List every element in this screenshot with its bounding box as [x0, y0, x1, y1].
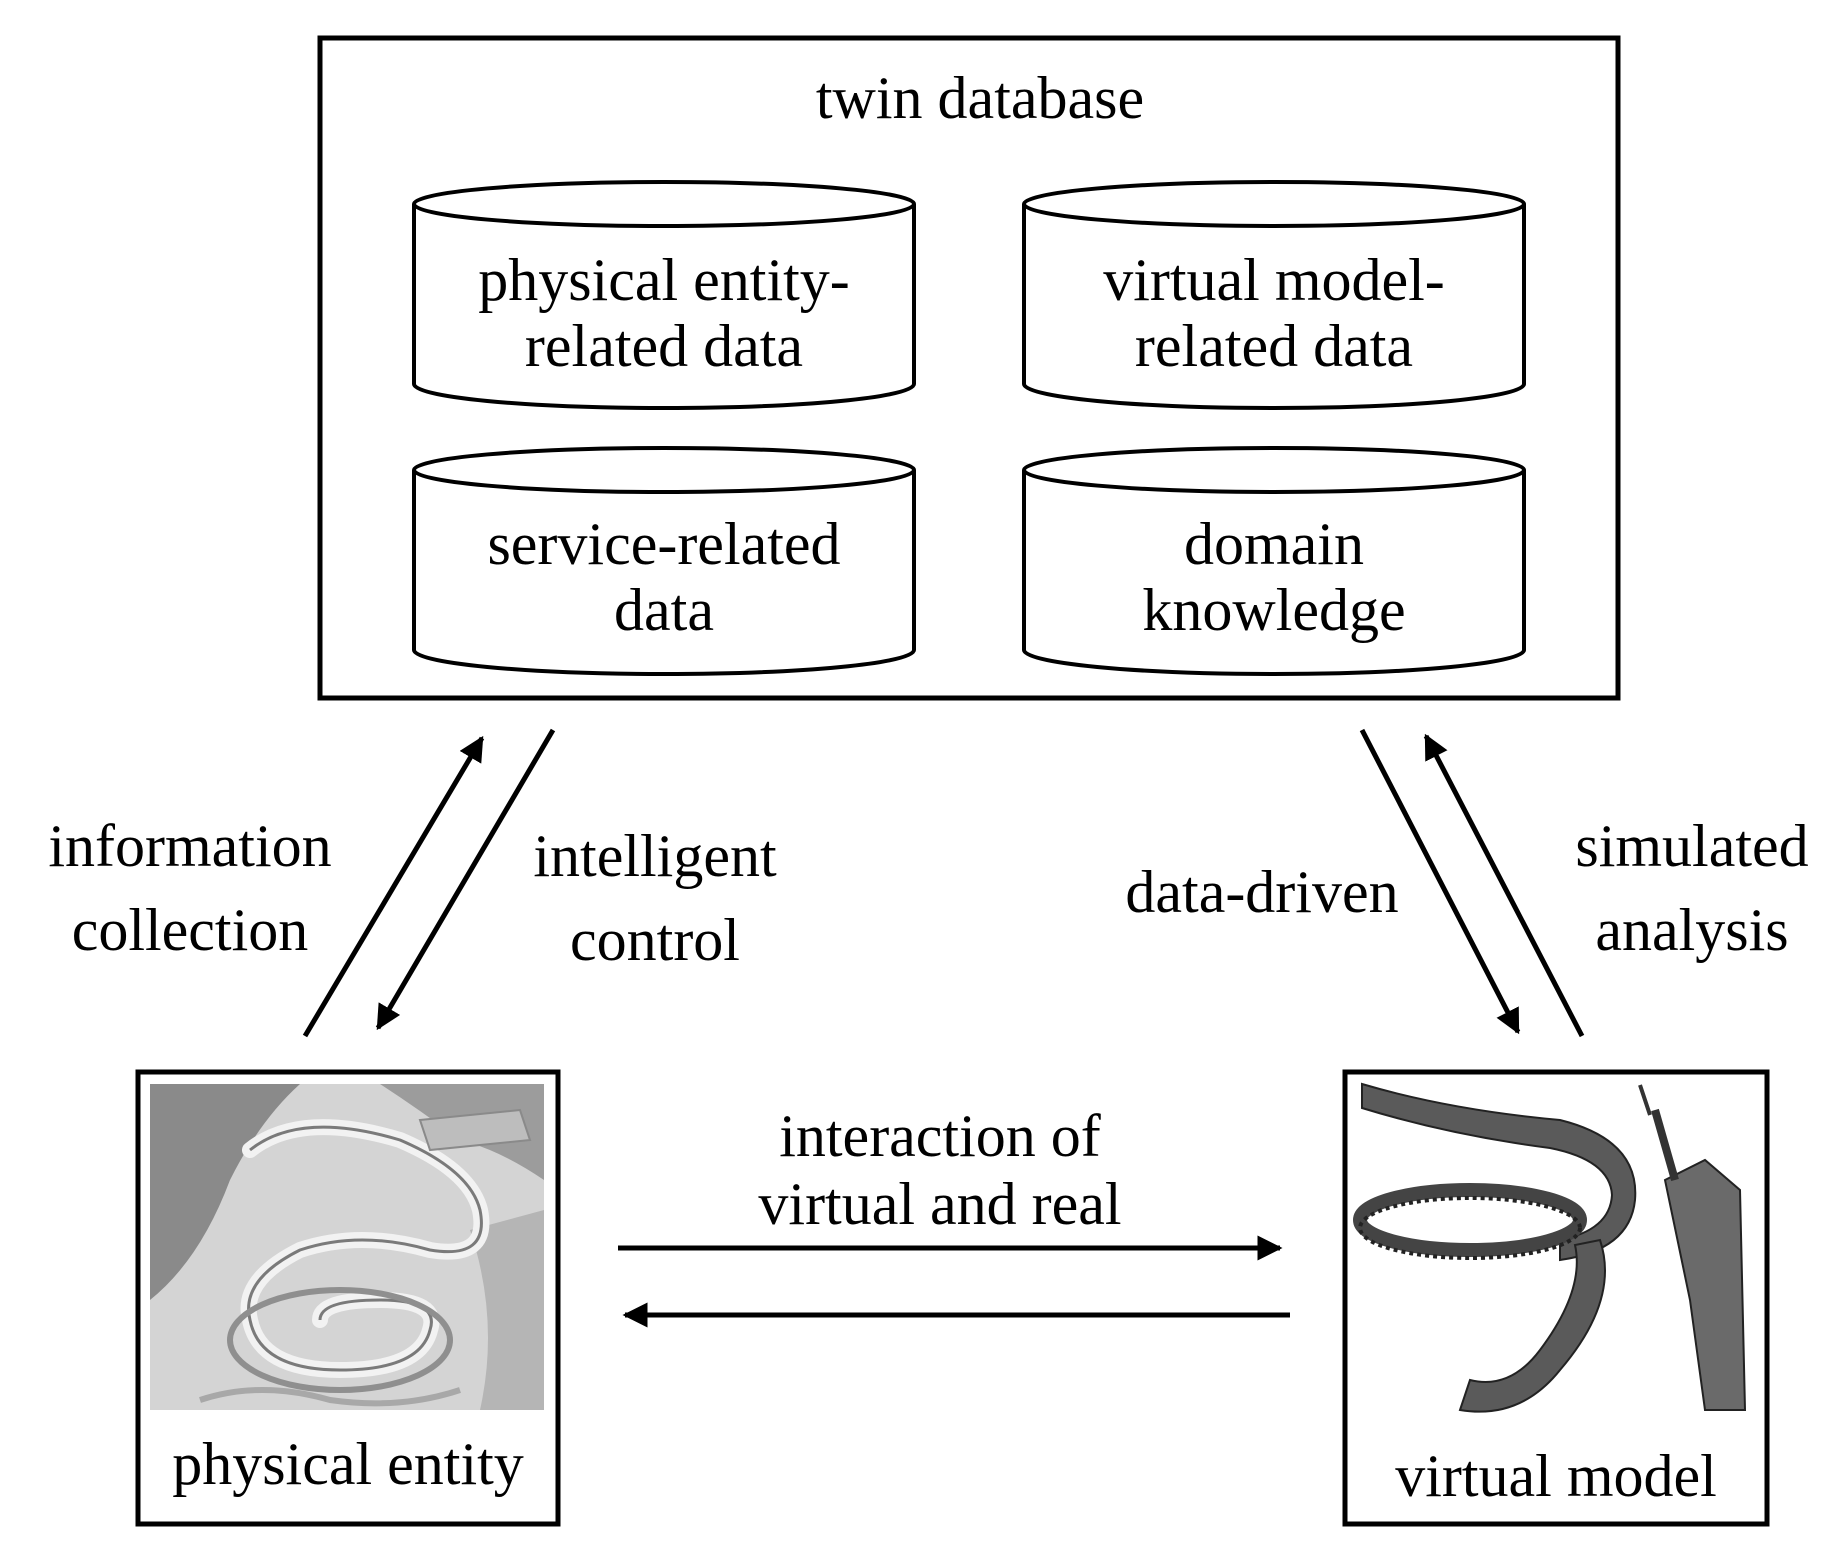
database-cylinder-domain-knowledge: domain knowledge — [1022, 446, 1526, 676]
physical-entity-box: physical entity — [135, 1069, 561, 1527]
data-driven-label: data-driven — [1125, 859, 1398, 925]
twin-database-box: twin database — [317, 35, 1621, 701]
information-collection-label-line1: information — [48, 813, 331, 879]
store-label-line1: service-related — [487, 511, 840, 577]
twin-database-title: twin database — [816, 65, 1144, 131]
store-label-line2: knowledge — [1142, 577, 1405, 643]
interaction-label-line2: virtual and real — [758, 1171, 1121, 1237]
store-label-line1: virtual model- — [1103, 247, 1445, 313]
intelligent-control-arrow — [375, 728, 556, 1031]
simulated-analysis-arrow — [1423, 733, 1585, 1038]
intelligent-control-label-line1: intelligent — [533, 823, 777, 889]
information-collection-arrow — [302, 735, 485, 1038]
database-cylinder-service-data: service-related data — [412, 446, 916, 676]
database-cylinder-virtual-model-data: virtual model- related data — [1022, 180, 1526, 410]
data-driven-arrow — [1359, 728, 1521, 1035]
interaction-label-line1: interaction of — [779, 1103, 1101, 1169]
virtual-model-label: virtual model — [1395, 1443, 1717, 1509]
database-cylinder-physical-entity-data: physical entity- related data — [412, 180, 916, 410]
store-label-line2: related data — [1135, 313, 1413, 379]
simulated-analysis-label-line1: simulated — [1575, 813, 1808, 879]
physical-entity-photo — [150, 1084, 544, 1410]
simulated-analysis-label-line2: analysis — [1595, 897, 1788, 963]
intelligent-control-label-line2: control — [570, 907, 740, 973]
store-label-line2: data — [614, 577, 714, 643]
virtual-model-render — [1353, 1082, 1747, 1413]
store-label-line1: physical entity- — [478, 247, 850, 313]
store-label-line1: domain — [1184, 511, 1364, 577]
store-label-line2: related data — [525, 313, 803, 379]
physical-entity-label: physical entity — [172, 1431, 524, 1497]
virtual-model-box: virtual model — [1342, 1069, 1770, 1527]
information-collection-label-line2: collection — [72, 897, 309, 963]
